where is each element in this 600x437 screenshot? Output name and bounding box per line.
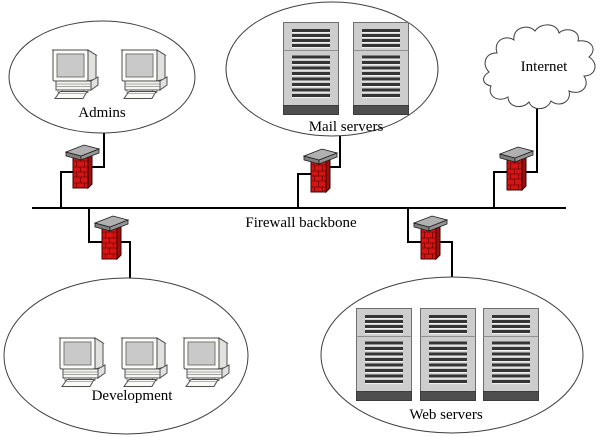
mail-link-lower	[297, 173, 313, 208]
server-tower-icon	[283, 22, 339, 115]
internet-label: Internet	[521, 59, 568, 75]
development-label: Development	[92, 388, 174, 404]
mail-servers-label: Mail servers	[309, 119, 384, 135]
admins-label: Admins	[78, 105, 126, 121]
firewall-backbone-label: Firewall backbone	[245, 215, 357, 231]
admins-zone-ellipse	[8, 20, 196, 134]
server-tower-icon	[353, 22, 409, 115]
server-tower-icon	[483, 308, 539, 401]
brick-firewall-icon-mail	[303, 148, 338, 193]
web-servers-label: Web servers	[409, 407, 483, 423]
server-tower-icon	[420, 308, 476, 401]
brick-firewall-icon-internet	[499, 146, 534, 191]
admins-link-lower	[60, 171, 77, 208]
brick-firewall-icon-development	[94, 215, 129, 260]
internet-link-lower	[493, 171, 511, 208]
brick-firewall-icon-web	[413, 215, 448, 260]
cloud-icon	[483, 24, 596, 110]
server-tower-icon	[356, 308, 412, 401]
